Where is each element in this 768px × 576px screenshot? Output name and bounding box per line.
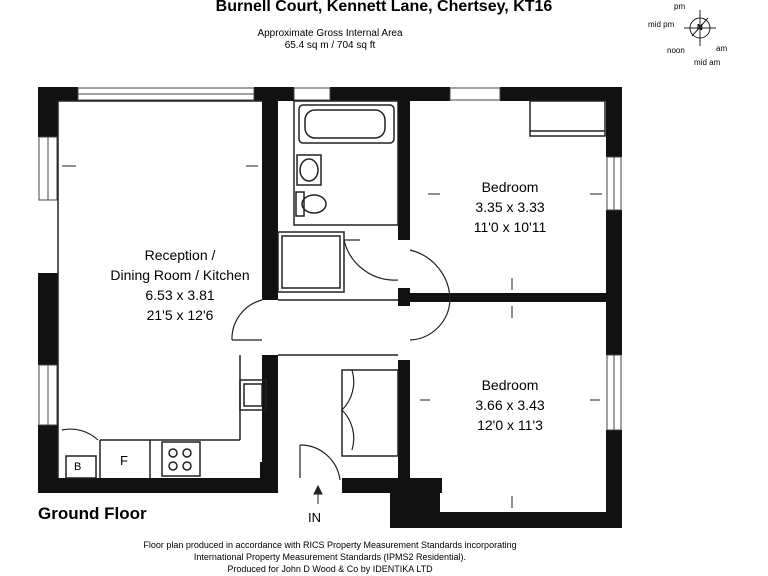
exterior-walls (38, 87, 622, 528)
compass (684, 10, 716, 46)
compass-am-label: am (716, 44, 728, 53)
windows (38, 87, 622, 431)
fridge-label: F (120, 453, 128, 468)
room-imperial: 12'0 x 11'3 (477, 417, 543, 433)
page-title: Burnell Court, Kennett Lane, Chertsey, K… (215, 0, 553, 15)
room-bedroom-2: Bedroom 3.66 x 3.43 12'0 x 11'3 (430, 375, 590, 435)
compass-north-label: N (697, 23, 703, 32)
interior-lines (57, 100, 606, 479)
dimension-markers (62, 165, 602, 508)
compass-mid-pm-label: mid pm (648, 20, 675, 29)
floor-label: Ground Floor (38, 504, 147, 523)
entrance-label: IN (308, 510, 321, 525)
compass-mid-am-label: mid am (694, 58, 721, 67)
footer-line-2: International Property Measurement Stand… (193, 552, 467, 562)
room-name: Bedroom (481, 377, 539, 393)
room-reception: Reception / Dining Room / Kitchen 6.53 x… (80, 245, 280, 325)
boiler-label: B (74, 461, 82, 473)
footer-line-1: Floor plan produced in accordance with R… (143, 540, 517, 550)
area-label: Approximate Gross Internal Area (257, 28, 403, 39)
room-metric: 3.66 x 3.43 (475, 397, 545, 413)
room-metric: 3.35 x 3.33 (475, 199, 545, 215)
compass-noon-label: noon (667, 46, 685, 55)
room-imperial: 21'5 x 12'6 (146, 307, 214, 323)
room-name-line2: Dining Room / Kitchen (110, 267, 250, 283)
room-imperial: 11'0 x 10'11 (473, 219, 547, 235)
room-name: Reception / (144, 247, 216, 263)
room-name: Bedroom (481, 179, 539, 195)
compass-pm-label: pm (674, 2, 686, 11)
room-bedroom-1: Bedroom 3.35 x 3.33 11'0 x 10'11 (430, 177, 590, 237)
footer-line-3: Produced for John D Wood & Co by IDENTIK… (227, 564, 433, 574)
area-value: 65.4 sq m / 704 sq ft (284, 40, 376, 51)
door-swings (61, 239, 451, 481)
room-metric: 6.53 x 3.81 (145, 287, 215, 303)
